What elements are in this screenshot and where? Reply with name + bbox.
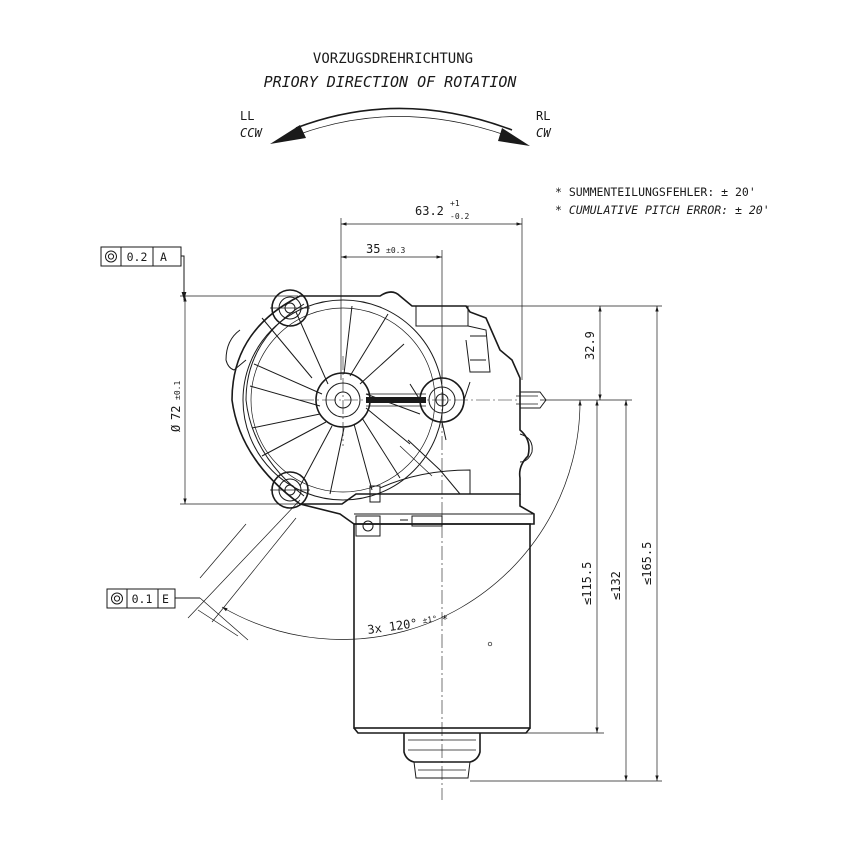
dim-diameter: 72 xyxy=(169,406,183,420)
dim-width-tol-upper: +1 xyxy=(450,199,460,208)
cw-arrowhead xyxy=(498,128,530,146)
angle-dimension-arc xyxy=(221,399,582,640)
motor-flange xyxy=(299,485,535,537)
tolerance-frame-a: 0.2 A xyxy=(100,246,187,300)
title-german: VORZUGSDREHRICHTUNG xyxy=(313,51,473,67)
mounting-boss-top xyxy=(270,289,310,327)
dim-height-3: ≤165.5 xyxy=(640,542,654,585)
dim-offset: 35 xyxy=(366,242,380,256)
dim-offset-tol: ±0.3 xyxy=(386,246,405,255)
tolerance-datum-e: E xyxy=(162,592,169,606)
dim-angle-mark: * xyxy=(441,613,449,627)
dim-width-tol-lower: -0.2 xyxy=(450,212,469,221)
motor-end-cap xyxy=(403,733,481,779)
dim-height-top: 32.9 xyxy=(583,331,597,360)
ccw-arrowhead xyxy=(270,125,306,144)
rotation-right-sublabel: CW xyxy=(536,126,552,140)
dim-width-total: 63.2 xyxy=(415,204,444,218)
tolerance-value-e: 0.1 xyxy=(132,592,153,606)
rotation-right-label: RL xyxy=(536,109,550,123)
tolerance-value-a: 0.2 xyxy=(127,250,148,264)
rotation-left-label: LL xyxy=(240,109,254,123)
dim-height-1: ≤115.5 xyxy=(580,562,594,605)
dim-angle-tol: ±1° xyxy=(422,614,438,625)
dim-diameter-tol: ±0.1 xyxy=(173,381,182,400)
tolerance-datum-a: A xyxy=(160,250,167,264)
dim-angle: 3x 120° xyxy=(366,616,418,637)
gear-spokes xyxy=(249,305,421,495)
crank-pivot-boss xyxy=(409,377,471,441)
note-english: * CUMULATIVE PITCH ERROR: ± 20' xyxy=(555,203,770,217)
title-english: PRIORY DIRECTION OF ROTATION xyxy=(264,73,518,91)
dim-height-2: ≤132 xyxy=(609,571,623,600)
tolerance-frame-e: 0.1 E xyxy=(106,588,200,609)
rotation-arrow xyxy=(270,107,530,146)
note-german: * SUMMENTEILUNGSFEHLER: ± 20' xyxy=(555,185,756,199)
motor-body xyxy=(353,523,531,734)
mounting-boss-bottom xyxy=(270,471,310,509)
rotation-left-sublabel: CCW xyxy=(240,126,263,140)
dim-diameter-prefix: Ø xyxy=(169,424,183,432)
